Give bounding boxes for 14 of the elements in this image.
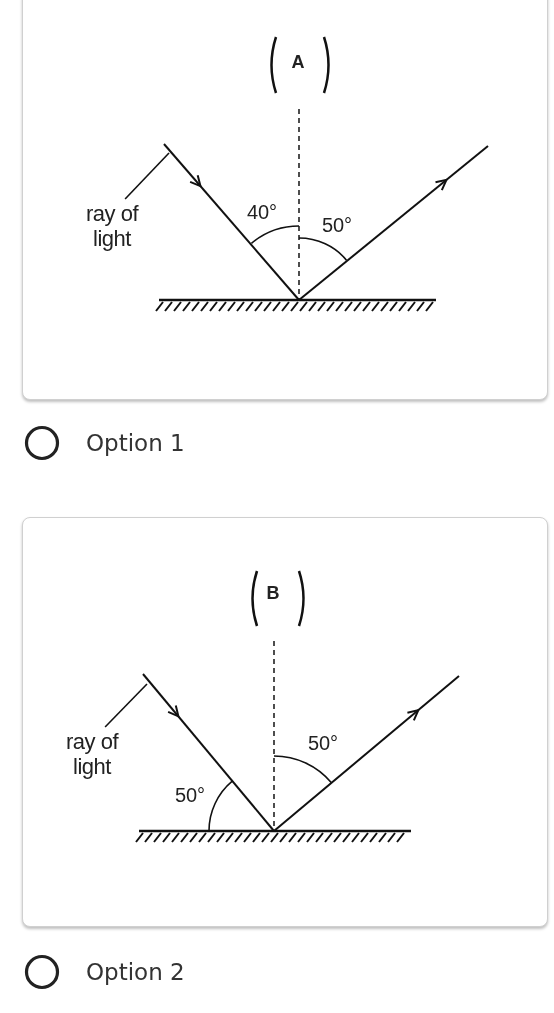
angle-label: 50°	[321, 215, 353, 235]
figure-letter: B	[266, 584, 280, 602]
ray-label: ray of light	[71, 201, 153, 252]
ray-label: ray of light	[51, 729, 133, 780]
card-background	[22, 0, 548, 400]
angle-label: 40°	[246, 202, 278, 222]
leader-line	[104, 683, 148, 728]
figure-letter: A	[291, 53, 305, 71]
card-background	[22, 517, 548, 927]
angle-label: 50°	[174, 785, 206, 805]
leader-line	[124, 152, 170, 200]
angle-label: 50°	[307, 733, 339, 753]
option-label: Option 1	[86, 431, 185, 455]
option-label: Option 2	[86, 960, 185, 984]
